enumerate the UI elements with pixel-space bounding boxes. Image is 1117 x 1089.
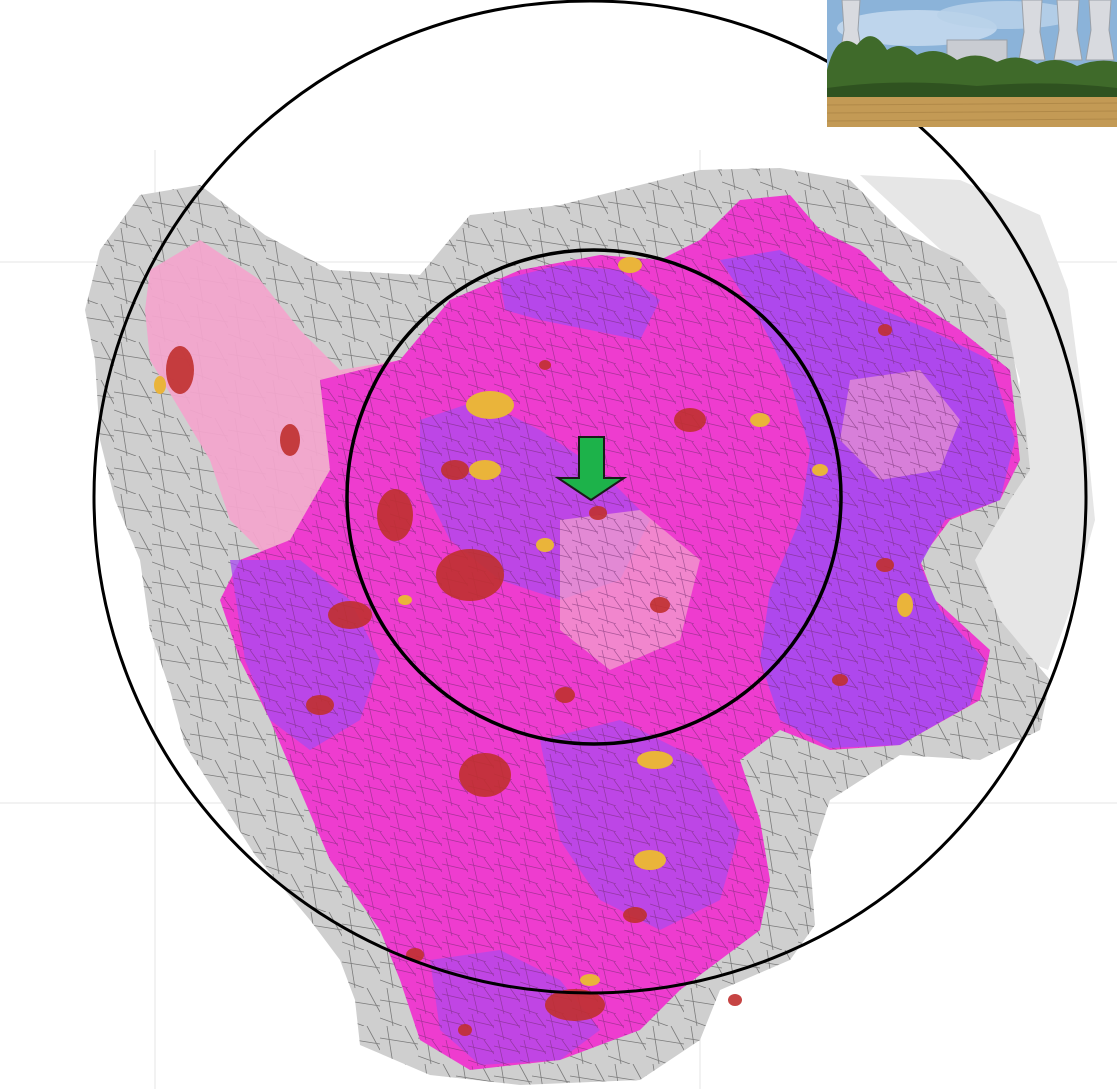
zone-road-texture <box>220 195 1020 1070</box>
urban-areas <box>166 324 894 1036</box>
sea-area <box>860 175 1095 670</box>
zone-yellow-patches <box>154 257 913 986</box>
inner-radius-ring <box>345 248 843 746</box>
down-arrow-icon <box>554 436 628 502</box>
outer-radius-ring <box>92 0 1088 995</box>
inset-photo-power-station <box>827 0 1117 127</box>
